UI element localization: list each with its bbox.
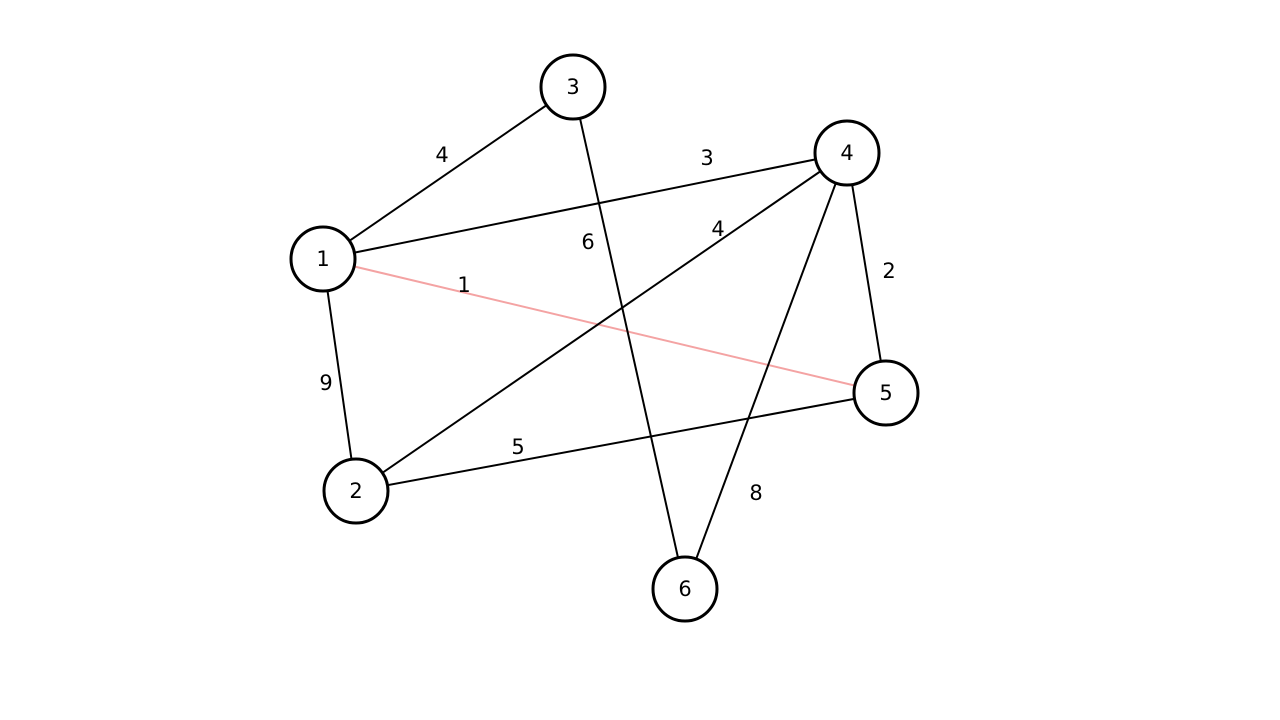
node-label-1: 1 — [316, 247, 329, 271]
node-circle-2[interactable] — [322, 457, 390, 525]
edge-weight-label-4-6: 8 — [749, 481, 762, 505]
node-circle-4[interactable] — [813, 119, 881, 187]
edge-1-4 — [322, 152, 848, 260]
node-label-3: 3 — [566, 75, 579, 99]
node-4[interactable]: 4 — [813, 119, 881, 187]
node-5[interactable]: 5 — [852, 359, 920, 427]
edge-3-6 — [572, 86, 686, 590]
node-label-4: 4 — [840, 141, 853, 165]
edge-2-5 — [355, 392, 887, 492]
node-label-2: 2 — [349, 479, 362, 503]
edge-1-5 — [322, 258, 887, 394]
edge-weight-label-1-3: 4 — [435, 143, 448, 167]
edge-4-5 — [846, 152, 887, 394]
edge-weight-label-2-5: 5 — [511, 435, 524, 459]
edge-weight-label-1-5: 1 — [457, 273, 470, 297]
nodes-layer: 1 2 3 4 5 6 — [289, 53, 920, 623]
node-3[interactable]: 3 — [539, 53, 607, 121]
edge-4-6 — [684, 152, 848, 590]
edge-weight-label-1-4: 3 — [700, 146, 713, 170]
edge-weight-label-2-4: 4 — [711, 217, 724, 241]
edge-weight-label-3-6: 6 — [581, 230, 594, 254]
edge-weight-label-4-5: 2 — [882, 259, 895, 283]
node-label-5: 5 — [879, 381, 892, 405]
node-circle-3[interactable] — [539, 53, 607, 121]
edge-2-4 — [355, 152, 848, 492]
node-circle-6[interactable] — [651, 555, 719, 623]
edge-1-3 — [322, 86, 574, 260]
node-2[interactable]: 2 — [322, 457, 390, 525]
edge-weight-label-1-2: 9 — [319, 371, 332, 395]
node-6[interactable]: 6 — [651, 555, 719, 623]
node-circle-5[interactable] — [852, 359, 920, 427]
node-circle-1[interactable] — [289, 225, 357, 293]
edge-labels-layer: 4 3 1 9 6 4 2 8 5 — [319, 143, 895, 505]
node-label-6: 6 — [678, 577, 691, 601]
node-1[interactable]: 1 — [289, 225, 357, 293]
edges-layer — [322, 86, 887, 590]
edge-1-2 — [322, 258, 357, 492]
